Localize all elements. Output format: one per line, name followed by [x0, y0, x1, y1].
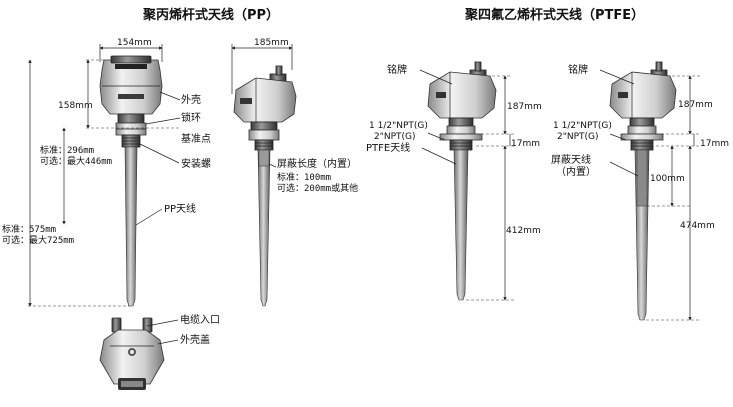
pp-title: 聚丙烯杆式天线（PP）: [142, 7, 279, 23]
ptfe-left-unit: 铭牌 1 1/2"NPT(G) 2"NPT(G) PTFE天线 187mm 17…: [366, 61, 542, 301]
ptfe-title: 聚四氟乙烯杆式天线（PTFE）: [464, 7, 644, 23]
ptfe-left-height-head: 187mm: [507, 102, 542, 112]
pp-antenna-label: PP天线: [164, 202, 196, 215]
ptfe-left-length: 412mm: [506, 226, 541, 236]
pp-cable-entry-label: 电缆入口: [180, 313, 220, 326]
ptfe-right-shield-label-2: （内置）: [556, 165, 596, 178]
ptfe-right-flange: 17mm: [700, 139, 729, 149]
pp-standard-short: 标准：296mm: [40, 144, 94, 156]
pp-shield-title: 屏蔽长度（内置）: [277, 157, 357, 170]
ptfe-left-thread-2: 2"NPT(G): [374, 132, 416, 142]
pp-width-right: 185mm: [254, 38, 289, 48]
ptfe-right-length: 474mm: [680, 221, 715, 231]
pp-reference-point-label: 基准点: [181, 132, 211, 145]
pp-standard-long: 标准：575mm: [2, 223, 56, 235]
pp-height-head: 158mm: [58, 101, 93, 111]
ptfe-left-antenna-label: PTFE天线: [366, 141, 410, 154]
pp-install-screw-label: 安装螺: [181, 157, 211, 170]
ptfe-right-thread-2: 2"NPT(G): [557, 132, 599, 142]
pp-optional-short: 可选：最大446mm: [40, 155, 112, 167]
pp-width-left: 154mm: [117, 38, 152, 48]
pp-shell-cover-label: 外壳盖: [180, 333, 210, 346]
pp-shell-label: 外壳: [181, 93, 201, 106]
pp-shield-optional: 可选：200mm或其他: [277, 182, 358, 194]
ptfe-right-nameplate-label: 铭牌: [568, 63, 588, 76]
ptfe-left-thread-1: 1 1/2"NPT(G): [369, 121, 428, 131]
pp-optional-long: 可选：最大725mm: [2, 234, 74, 246]
ptfe-right-shield-length: 100mm: [650, 174, 685, 184]
ptfe-right-height-head: 187mm: [678, 100, 713, 110]
pp-front-unit: 154mm 158mm 标准：296mm 可选：最大446mm 标准：575mm…: [2, 38, 211, 307]
pp-shield-standard: 标准：100mm: [277, 171, 331, 183]
pp-top-view: 电缆入口 外壳盖: [99, 313, 220, 390]
ptfe-right-shield-label-1: 屏蔽天线: [551, 153, 591, 166]
ptfe-right-unit: 铭牌 1 1/2"NPT(G) 2"NPT(G) 屏蔽天线 （内置） 187mm…: [551, 61, 729, 321]
pp-lock-ring-label: 锁环: [181, 111, 201, 124]
pp-side-unit: 185mm 屏蔽长度（内置） 标准：100mm 可选：200mm或其他: [231, 38, 358, 307]
ptfe-right-thread-1: 1 1/2"NPT(G): [553, 121, 612, 131]
ptfe-left-flange: 17mm: [511, 139, 540, 149]
ptfe-left-nameplate-label: 铭牌: [387, 63, 407, 76]
